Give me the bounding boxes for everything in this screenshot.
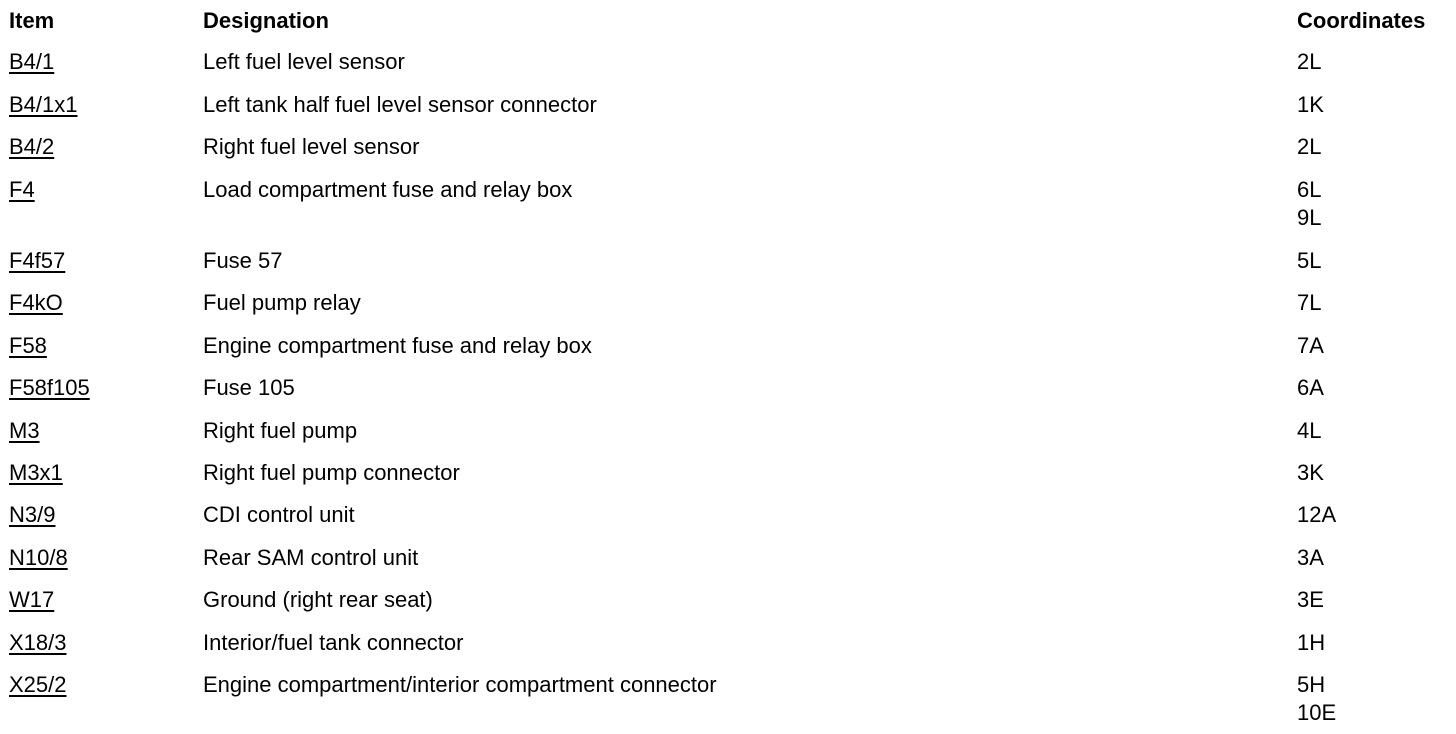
item-link[interactable]: F4 <box>9 177 35 202</box>
coordinates-cell: 3E <box>1297 586 1324 614</box>
column-header-designation: Designation <box>203 8 329 33</box>
coordinate-value: 4L <box>1297 418 1322 443</box>
item-link[interactable]: N10/8 <box>9 545 68 570</box>
coordinates-cell: 1K <box>1297 91 1324 119</box>
designation-text: Engine compartment fuse and relay box <box>203 333 592 358</box>
coordinate-value: 7L <box>1297 290 1322 315</box>
coordinates-cell: 6A <box>1297 374 1324 402</box>
item-link[interactable]: B4/1 <box>9 49 55 74</box>
item-link[interactable]: M3x1 <box>9 460 63 485</box>
column-header-item: Item <box>9 8 55 33</box>
coordinate-value: 6A <box>1297 375 1324 400</box>
coordinate-value: 3E <box>1297 587 1324 612</box>
coordinates-cell: 12A <box>1297 501 1336 529</box>
coordinates-cell: 3A <box>1297 544 1324 572</box>
item-link[interactable]: N3/9 <box>9 502 56 527</box>
item-link[interactable]: F58f105 <box>9 375 90 400</box>
coordinates-cell: 4L <box>1297 417 1321 445</box>
column-header-coordinates: Coordinates <box>1297 8 1426 33</box>
coordinates-cell: 1H <box>1297 629 1325 657</box>
coordinates-cell: 2L <box>1297 133 1321 161</box>
coordinate-value: 10E <box>1297 700 1337 725</box>
designation-text: CDI control unit <box>203 502 355 527</box>
coordinate-value: 5L <box>1297 248 1322 273</box>
designation-text: Interior/fuel tank connector <box>203 630 464 655</box>
designation-text: Right fuel pump <box>203 418 358 443</box>
item-link[interactable]: X25/2 <box>9 672 67 697</box>
coordinate-value: 7A <box>1297 333 1324 358</box>
coordinates-cell: 7A <box>1297 332 1324 360</box>
coordinate-value: 1K <box>1297 92 1324 117</box>
item-link[interactable]: B4/1x1 <box>9 92 78 117</box>
item-link[interactable]: F58 <box>9 333 47 358</box>
coordinate-value: 2L <box>1297 134 1322 159</box>
coordinate-value: 9L <box>1297 205 1322 230</box>
designation-text: Engine compartment/interior compartment … <box>203 672 717 697</box>
designation-text: Fuel pump relay <box>203 290 361 315</box>
coordinate-value: 12A <box>1297 502 1337 527</box>
designation-text: Left tank half fuel level sensor connect… <box>203 92 597 117</box>
item-link[interactable]: X18/3 <box>9 630 67 655</box>
coordinates-cell: 3K <box>1297 459 1324 487</box>
designation-text: Right fuel level sensor <box>203 134 420 159</box>
item-link[interactable]: B4/2 <box>9 134 55 159</box>
coordinates-cell: 5L <box>1297 247 1321 275</box>
coordinates-cell: 2L <box>1297 48 1321 76</box>
item-link[interactable]: F4f57 <box>9 248 66 273</box>
designation-text: Left fuel level sensor <box>203 49 405 74</box>
item-link[interactable]: W17 <box>9 587 55 612</box>
designation-text: Fuse 105 <box>203 375 295 400</box>
coordinate-value: 2L <box>1297 49 1322 74</box>
item-link[interactable]: M3 <box>9 418 40 443</box>
coordinate-value: 1H <box>1297 630 1326 655</box>
coordinate-value: 3A <box>1297 545 1324 570</box>
item-link[interactable]: F4kO <box>9 290 63 315</box>
designation-text: Fuse 57 <box>203 248 283 273</box>
designation-text: Ground (right rear seat) <box>203 587 433 612</box>
coordinates-cell: 7L <box>1297 289 1321 317</box>
designation-text: Load compartment fuse and relay box <box>203 177 573 202</box>
coordinate-value: 3K <box>1297 460 1324 485</box>
coordinate-value: 5H <box>1297 672 1326 697</box>
designation-text: Rear SAM control unit <box>203 545 419 570</box>
table-header: Item Designation Coordinates <box>0 6 1456 36</box>
coordinate-value: 6L <box>1297 177 1322 202</box>
designation-text: Right fuel pump connector <box>203 460 460 485</box>
